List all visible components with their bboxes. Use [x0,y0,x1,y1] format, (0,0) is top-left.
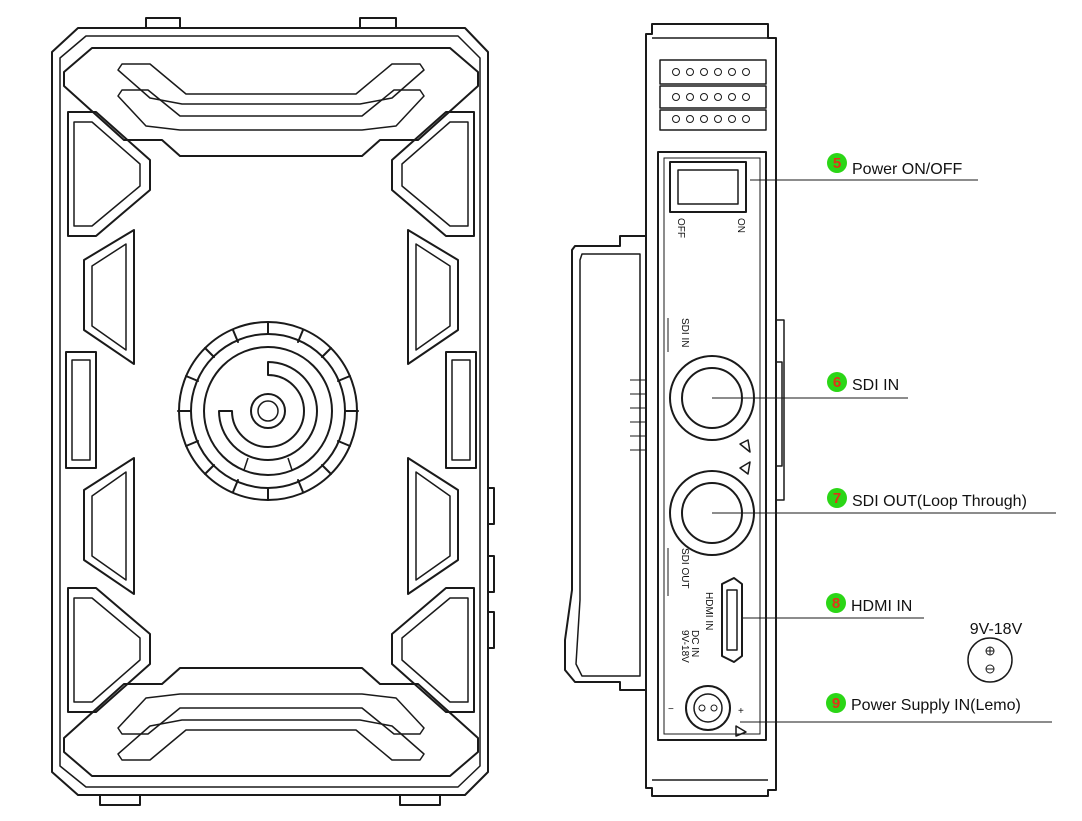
callout-9: 9 Power Supply IN(Lemo) [740,693,1052,723]
sdi-in-connector[interactable] [669,355,755,453]
dc-in-panel-label: DC IN [689,630,700,657]
badge-8-icon [826,593,846,613]
badge-5-icon [827,153,847,173]
vent-grille [659,59,767,131]
hdmi-in-panel-label: HDMI IN [703,592,714,630]
callout-8-label: HDMI IN [851,598,912,615]
callout-5-number: 5 [833,155,841,172]
callout-5: 5 Power ON/OFF [750,153,978,181]
power-switch[interactable] [669,161,747,213]
badge-7-icon [827,488,847,508]
callout-9-label: Power Supply IN(Lemo) [851,697,1021,714]
device-side-view: OFF ON SDI IN SDI OUT HDMI IN DC IN 9V-1… [564,23,785,797]
dc-range-panel-label: 9V-18V [679,630,690,663]
minus-sign: − [668,704,674,715]
callout-6-number: 6 [833,374,841,391]
sdi-out-connector[interactable] [669,461,755,556]
callout-6: 6 SDI IN [712,372,908,399]
badge-6-icon [827,372,847,392]
voltage-label: 9V-18V [970,621,1023,638]
lemo-pin-diagram: 9V-18V [967,621,1023,683]
hdmi-in-connector[interactable] [721,577,743,663]
switch-on-label: ON [735,218,746,233]
callout-5-label: Power ON/OFF [852,161,962,178]
sdi-in-panel-label: SDI IN [679,318,690,347]
callout-9-number: 9 [832,695,840,712]
callout-7-number: 7 [833,490,841,507]
callout-7-label: SDI OUT(Loop Through) [852,493,1027,510]
sdi-out-panel-label: SDI OUT [679,548,690,589]
dc-in-connector[interactable] [685,685,747,737]
device-back-view [51,17,495,806]
callout-8-number: 8 [832,595,840,612]
switch-off-label: OFF [675,218,686,238]
callout-6-label: SDI IN [852,377,899,394]
plus-sign: + [738,706,744,717]
badge-9-icon [826,693,846,713]
callout-8: 8 HDMI IN [742,593,924,619]
callout-7: 7 SDI OUT(Loop Through) [712,488,1056,514]
mount-gear [177,321,359,501]
